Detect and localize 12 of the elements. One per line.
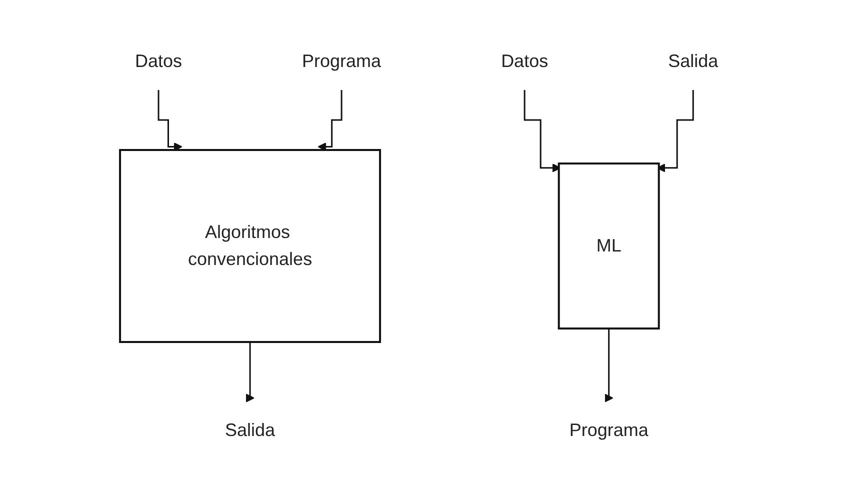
arrow (318, 89, 342, 152)
node-text: Programa (569, 420, 648, 440)
node-text: Salida (224, 420, 275, 440)
node-box: Algoritmos convencionales (118, 149, 381, 343)
node-text: Datos (500, 51, 548, 71)
node-box: ML (558, 162, 660, 330)
arrow (246, 341, 254, 402)
arrow (604, 328, 614, 402)
node-text: Salida (668, 51, 718, 71)
arrow (158, 89, 182, 152)
node-text: Datos (134, 51, 182, 71)
node-text: Programa (302, 51, 381, 71)
